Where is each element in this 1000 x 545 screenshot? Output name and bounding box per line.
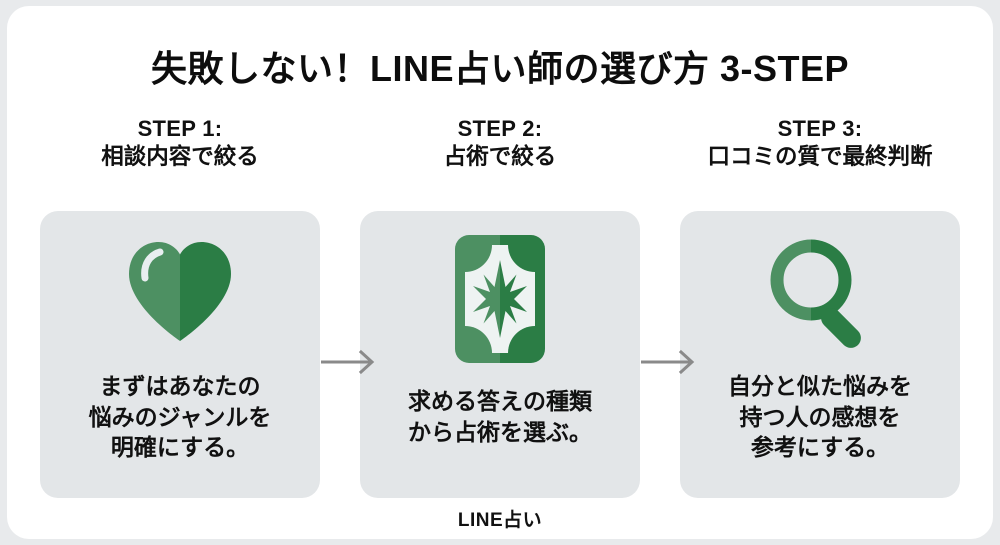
- arrow-right-icon-2: [640, 349, 700, 375]
- step-column-2: STEP 2: 占術で絞る: [360, 116, 640, 498]
- step-body-3: 自分と似た悩みを 持つ人の感想を 参考にする。: [718, 371, 922, 498]
- step-heading-2: STEP 2: 占術で絞る: [360, 116, 640, 170]
- heart-icon: [40, 211, 320, 371]
- step-body-line: 求める答えの種類: [408, 388, 592, 414]
- step-body-line: 明確にする。: [110, 434, 250, 461]
- line-uranai-logo: LINE占い: [457, 510, 543, 531]
- step-heading-3: STEP 3: 口コミの質で最終判断: [680, 116, 960, 170]
- page-title: 失敗しない！LINE占い師の選び方 3-STEP: [150, 48, 850, 89]
- content-panel: 失敗しない！LINE占い師の選び方 3-STEP STEP 1: 相談内容で絞る: [7, 6, 993, 539]
- step-body-line: 悩みのジャンルを: [88, 403, 272, 430]
- step-card-3: 自分と似た悩みを 持つ人の感想を 参考にする。: [680, 211, 960, 498]
- step-heading-1: STEP 1: 相談内容で絞る: [40, 116, 320, 170]
- step-subtitle-2: 占術で絞る: [443, 143, 557, 169]
- step-body-line: 参考にする。: [750, 434, 890, 461]
- step-label-2: STEP 2:: [457, 116, 543, 141]
- step-body-line: まずはあなたの: [99, 373, 261, 399]
- step-label-1: STEP 1:: [137, 116, 223, 141]
- step-body-line: から占術を選ぶ。: [408, 418, 592, 445]
- step-body-line: 持つ人の感想を: [739, 403, 901, 430]
- step-body-1: まずはあなたの 悩みのジャンルを 明確にする。: [79, 371, 282, 498]
- steps-row: STEP 1: 相談内容で絞る まずはあなたの 悩みの: [7, 116, 993, 516]
- arrow-right-icon-1: [320, 349, 380, 375]
- step-column-1: STEP 1: 相談内容で絞る まずはあなたの 悩みの: [40, 116, 320, 498]
- magnifier-icon: [680, 211, 960, 371]
- step-card-1: まずはあなたの 悩みのジャンルを 明確にする。: [40, 211, 320, 498]
- step-column-3: STEP 3: 口コミの質で最終判断: [680, 116, 960, 498]
- step-card-2: 求める答えの種類 から占術を選ぶ。: [360, 211, 640, 498]
- step-label-3: STEP 3:: [777, 116, 863, 141]
- tarot-card-icon: [360, 211, 640, 386]
- step-body-2: 求める答えの種類 から占術を選ぶ。: [398, 386, 602, 498]
- step-body-line: 自分と似た悩みを: [728, 373, 912, 399]
- step-subtitle-3: 口コミの質で最終判断: [707, 143, 933, 169]
- step-subtitle-1: 相談内容で絞る: [101, 143, 259, 169]
